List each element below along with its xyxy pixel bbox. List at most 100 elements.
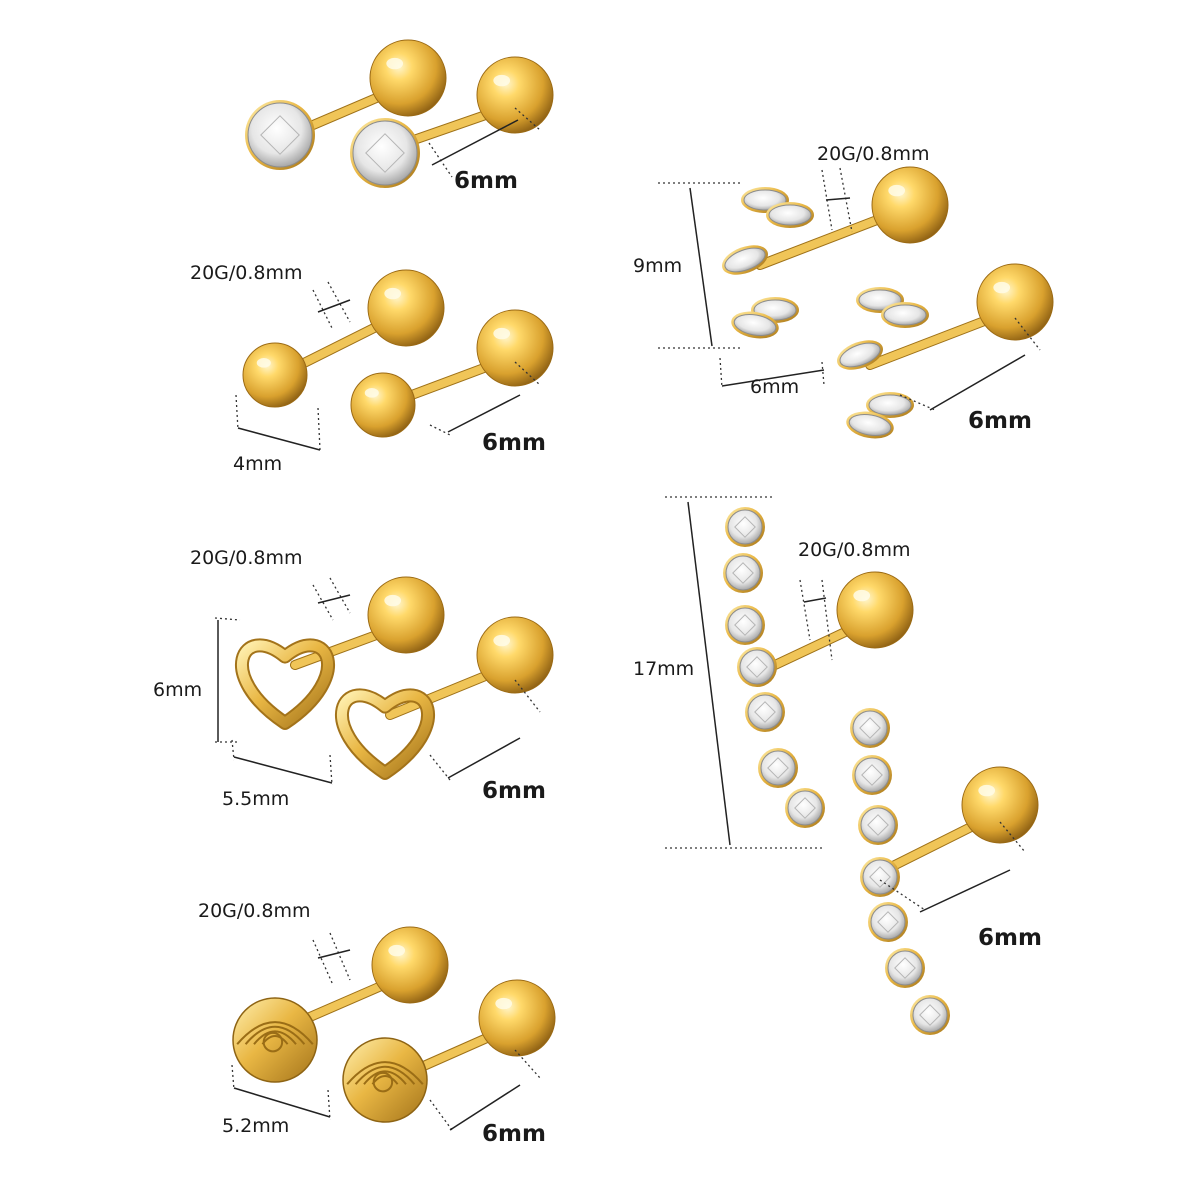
dotted-guide <box>514 107 541 131</box>
dotted-guide <box>821 361 825 386</box>
ball-highlight <box>493 634 511 647</box>
gem-facet <box>767 757 789 779</box>
dotted-guide <box>231 1064 235 1091</box>
dotted-guide <box>214 617 241 621</box>
gem-facet <box>732 562 754 584</box>
gold-ball <box>836 571 914 649</box>
stud1-ball-size-label: 6mm <box>454 168 518 194</box>
gem-facet <box>734 516 756 538</box>
ball-highlight <box>888 184 906 197</box>
marquise-gem <box>724 247 766 273</box>
ball-highlight <box>364 388 379 398</box>
ball-highlight <box>384 287 402 300</box>
gem-facet <box>859 717 881 739</box>
dotted-guide <box>329 932 351 981</box>
dotted-guide <box>839 167 853 233</box>
crystal-gem <box>787 790 823 826</box>
dimension-line <box>317 299 351 313</box>
stud3-width-label: 5.5mm <box>222 788 290 810</box>
stud3-gauge-label: 20G/0.8mm <box>190 547 303 569</box>
dotted-guide <box>429 754 451 781</box>
dotted-guide <box>999 821 1026 853</box>
dimension-line <box>233 1087 331 1118</box>
dotted-guide <box>514 679 541 713</box>
dotted-guide <box>1014 317 1041 351</box>
gold-ball <box>367 576 445 654</box>
stud2-ball-size-label: 6mm <box>482 430 546 456</box>
marquise-gem <box>868 394 912 416</box>
gem-facet <box>260 115 300 155</box>
gem-facet <box>877 911 899 933</box>
front-ball <box>242 342 308 408</box>
ball-highlight <box>388 944 406 957</box>
dotted-guide <box>329 754 333 786</box>
rose-body <box>232 997 318 1083</box>
stud5-ball-size-label: 6mm <box>968 408 1032 434</box>
stud3-ball-size-label: 6mm <box>482 778 546 804</box>
post-bar-shine <box>866 311 1004 369</box>
crystal-gem <box>725 555 761 591</box>
dotted-guide <box>821 579 833 661</box>
stud3-height-label: 6mm <box>153 679 203 701</box>
round-crystal-front <box>247 102 313 168</box>
gem-facet <box>746 656 768 678</box>
rose-petal <box>244 1025 306 1045</box>
gem-facet <box>365 133 405 173</box>
stud4-width-label: 5.2mm <box>222 1115 290 1137</box>
dotted-guide <box>312 939 334 986</box>
marquise-gem <box>839 342 881 368</box>
ball-highlight <box>256 358 271 368</box>
ball-stud-pair <box>242 269 554 438</box>
marquise-gem <box>848 413 892 437</box>
dotted-guide <box>235 394 239 431</box>
rose-petal <box>253 1030 297 1045</box>
gem-facet <box>867 814 889 836</box>
dotted-guide <box>514 1049 541 1079</box>
rose-petal <box>363 1070 407 1085</box>
rose-center <box>262 1031 284 1053</box>
gem-facet <box>869 866 891 888</box>
round-crystal-front <box>352 120 418 186</box>
stud4-gauge-label: 20G/0.8mm <box>198 900 311 922</box>
rose-petal <box>236 1021 314 1045</box>
dimension-line <box>447 737 521 779</box>
crystal-gem <box>727 509 763 545</box>
marquise-crawler-pair <box>722 166 1054 439</box>
crystal-gem <box>852 710 888 746</box>
stud2-front-size-label: 4mm <box>233 453 283 475</box>
gold-ball <box>976 263 1054 341</box>
gold-ball <box>367 269 445 347</box>
stud6-gauge-label: 20G/0.8mm <box>798 539 911 561</box>
crystal-gem <box>854 757 890 793</box>
gold-ball <box>371 926 449 1004</box>
gold-ball <box>476 56 554 134</box>
dotted-guide <box>429 1099 453 1131</box>
dotted-guide <box>429 424 451 436</box>
dotted-guide <box>514 361 541 386</box>
front-ball <box>350 372 416 438</box>
dimension-line <box>317 949 351 959</box>
gold-ball <box>478 979 556 1057</box>
ball-highlight <box>853 589 871 602</box>
gold-ball <box>961 766 1039 844</box>
dotted-guide <box>899 394 936 411</box>
dimension-line <box>689 187 713 347</box>
gem-facet <box>861 764 883 786</box>
crystal-gem <box>870 904 906 940</box>
heart-frame <box>237 640 333 728</box>
gold-ball <box>476 309 554 387</box>
ball-highlight <box>495 997 513 1010</box>
stud6-height-label: 17mm <box>633 658 695 680</box>
post-bar-shine <box>386 666 504 719</box>
stud5-height-label: 9mm <box>633 255 683 277</box>
dimension-line <box>317 594 351 604</box>
crystal-gem <box>727 607 763 643</box>
dimension-line <box>431 119 519 166</box>
ball-highlight <box>993 281 1011 294</box>
rose-center <box>372 1071 394 1093</box>
dimension-line <box>803 597 827 603</box>
gold-ball <box>369 39 447 117</box>
dimension-line <box>233 756 333 784</box>
crystal-gem <box>760 750 796 786</box>
crystal-gem <box>912 997 948 1033</box>
